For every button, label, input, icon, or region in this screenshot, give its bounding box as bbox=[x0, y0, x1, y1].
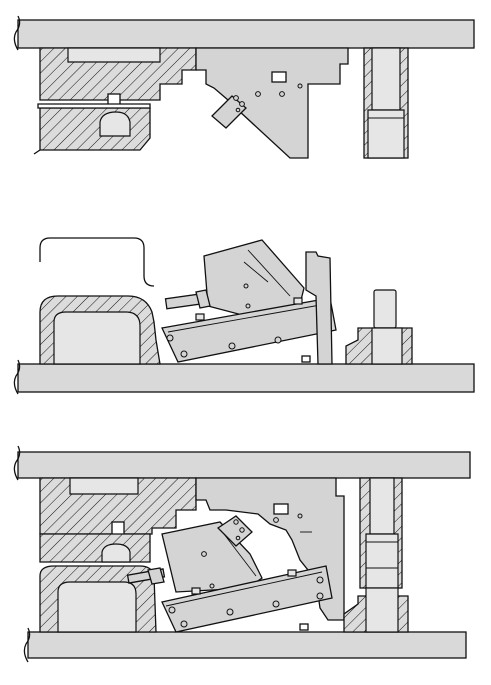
stopper-2 bbox=[305, 251, 333, 365]
cam-slide-bar-2 bbox=[161, 297, 337, 363]
stage-2-part-loaded bbox=[13, 237, 475, 395]
lower-die-block-2 bbox=[39, 295, 161, 365]
upper-punch-holder bbox=[39, 47, 197, 109]
guide-post bbox=[363, 47, 409, 159]
punch-head-3 bbox=[39, 533, 151, 563]
guide-post-3 bbox=[343, 477, 409, 633]
upper-punch-holder-3 bbox=[39, 477, 197, 537]
lower-die-plate-3 bbox=[23, 627, 467, 663]
punch-head bbox=[33, 103, 151, 155]
upper-die-plate bbox=[13, 15, 475, 51]
rotary-cam-3 bbox=[126, 515, 263, 593]
lower-die-block-3 bbox=[39, 565, 157, 633]
cam-slide-bar-3 bbox=[161, 565, 333, 633]
stage-1-open bbox=[13, 15, 475, 159]
pin-2 bbox=[301, 355, 311, 363]
sheet-workpiece bbox=[39, 237, 155, 287]
cam-driver bbox=[195, 47, 349, 159]
upper-die-plate-3 bbox=[13, 445, 471, 481]
rotary-cam-2 bbox=[164, 239, 305, 317]
lower-die-plate-2 bbox=[13, 359, 475, 395]
right-block-2 bbox=[345, 289, 413, 365]
cam-driver-3 bbox=[195, 477, 345, 621]
stage-3-closed bbox=[13, 445, 471, 663]
